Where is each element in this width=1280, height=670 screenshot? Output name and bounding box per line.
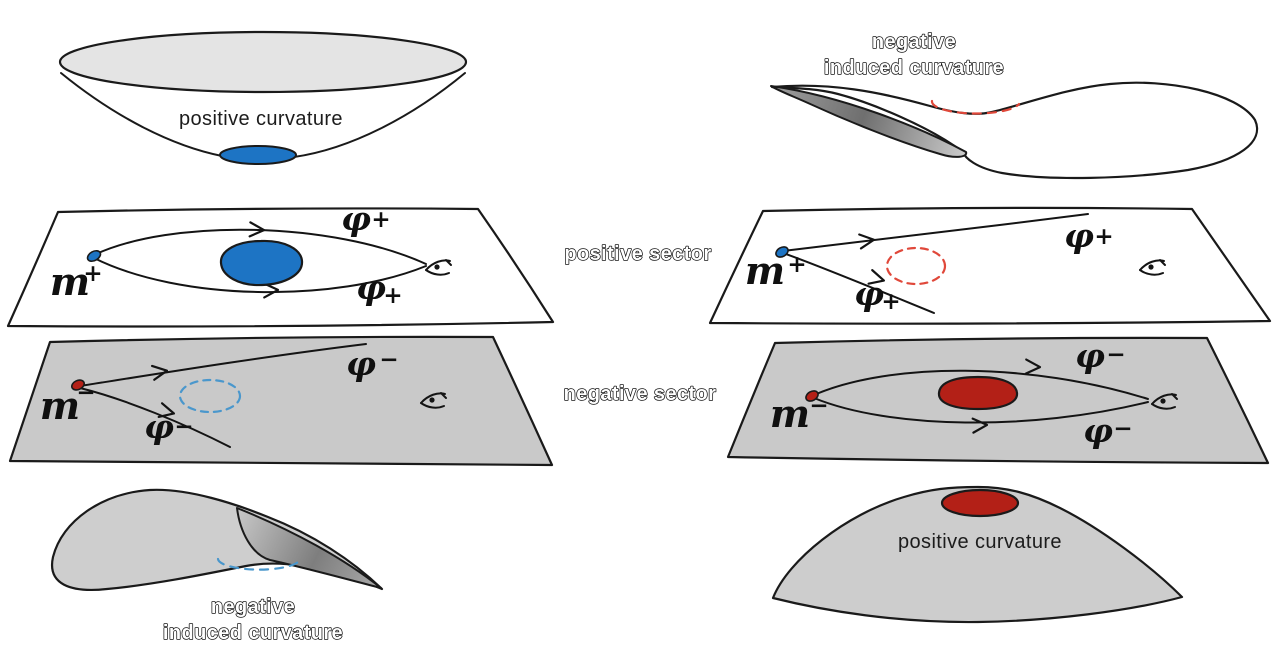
phi-sign-bottom: + [383,282,402,309]
hill-label: positive curvature [898,531,1062,553]
cone-left-edge [60,72,223,157]
saddle-surface-left: negative induced curvature [50,488,384,645]
cone-label: positive curvature [179,108,343,130]
plane-sheet [8,335,554,467]
positive-plane-left: m + φ + φ + [6,199,555,328]
geodesic-bottom [93,257,427,294]
plane-sheet [708,206,1272,325]
phi-label-top: φ [346,344,376,383]
mass-label: m [40,383,80,428]
saddle-label-line1: negative [872,31,956,53]
saddle-label-line2: induced curvature [824,57,1004,79]
phi-sign-bottom: − [1113,415,1132,442]
geodesic-top [813,369,1149,400]
saddle-sheet [770,81,1258,180]
phi-label-bottom: φ [1083,411,1113,450]
mass-point-m-plus [775,246,789,258]
cone-rim [58,30,468,94]
matter-region-blue [219,239,304,287]
negative-plane-left: m − φ − φ − [8,335,554,467]
dashed-blue-region [178,378,242,414]
mass-point-m-minus [805,390,819,402]
cone-surface-left: positive curvature [58,30,468,165]
mass-point-m-minus [71,379,85,391]
saddle-surface-right: negative induced curvature [770,30,1258,180]
phi-sign-bottom: − [174,413,193,440]
phi-sign-top: + [1094,223,1113,250]
phi-label-bottom: φ [356,268,386,307]
phi-label-bottom: φ [854,274,884,313]
geodesic-top [93,228,427,265]
phi-label-top: φ [1064,216,1094,255]
hill-sheet [771,485,1184,624]
geodesic-bottom [782,252,935,314]
phi-sign-top: − [379,346,398,373]
negative-sector-label: negative sector [564,383,717,405]
geodesic-bottom [813,397,1149,424]
saddle-shaded-lobe [770,85,968,158]
matter-spot-red-hill-top [940,488,1020,518]
mass-sign: − [76,379,95,406]
dashed-blue-region-on-saddle [216,557,301,571]
phi-label-bottom: φ [144,407,174,446]
mass-label: m [745,248,785,293]
saddle-label-line2: induced curvature [163,622,343,644]
phi-label-top: φ [341,199,371,238]
mass-sign: + [787,251,806,278]
saddle-label-line1: negative [211,596,295,618]
phi-label-top: φ [1075,336,1105,375]
mass-point-m-plus [86,249,102,263]
mass-sign: − [809,392,828,419]
hill-surface-right: positive curvature [771,485,1184,624]
phi-sign-top: + [371,206,390,233]
matter-spot-blue-cone-tip [219,145,297,165]
geodesic-top [79,343,367,387]
phi-sign-top: − [1106,341,1125,368]
mass-label: m [50,259,90,304]
mass-label: m [770,391,810,436]
geodesic-bottom [79,387,231,448]
cone-right-edge [293,72,466,158]
saddle-shaded-lobe [236,507,382,589]
positive-sector-label: positive sector [564,243,711,265]
geodesic-top [782,213,1089,252]
positive-plane-right: m + φ + φ + [708,206,1272,325]
mass-sign: + [83,260,102,287]
phi-sign-bottom: + [881,288,900,315]
dashed-red-region [885,246,947,286]
negative-plane-right: m − φ − φ − [726,336,1270,465]
dashed-red-region-on-saddle [930,99,1021,115]
matter-region-red [937,375,1019,411]
